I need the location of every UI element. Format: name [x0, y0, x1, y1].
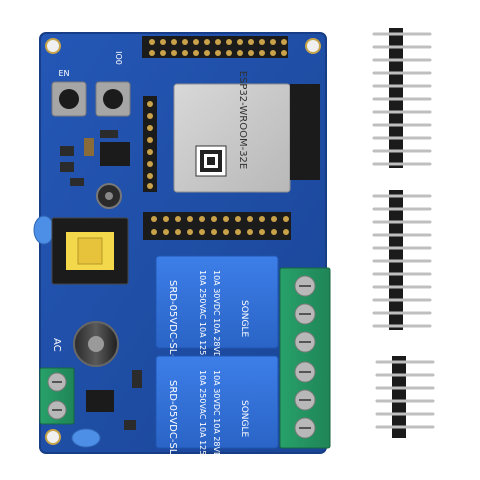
relay-1-brand: SONGLE [239, 300, 249, 338]
bottom-smd-components [86, 370, 142, 430]
relay-1-rating-b: 10A 30VDC 10A 28VDC [212, 270, 221, 364]
relay-1-model: SRD-05VDC-SL-C [167, 280, 178, 365]
button-io0-label: IO0 [114, 51, 123, 65]
esp32-module: ESP32-WROOM-32E [173, 71, 320, 193]
large-capacitor [73, 321, 119, 367]
side-pin-header [143, 96, 157, 192]
blue-capacitor [71, 428, 101, 448]
pin-header-strip-3 [375, 356, 435, 438]
relay-2-rating-b: 10A 30VDC 10A 28VDC [212, 370, 221, 464]
mounting-hole [45, 429, 61, 445]
ac-label: AC [51, 338, 62, 352]
relay-board: EN IO0 ESP32-WRO [33, 32, 331, 472]
relay-2: SRD-05VDC-SL-C 10A 250VAC 10A 125VAC 10A… [155, 355, 279, 472]
pin-header-strip-2 [372, 190, 432, 330]
relay-2-rating-a: 10A 250VAC 10A 125VAC [198, 370, 207, 472]
button-en-label: EN [58, 69, 69, 78]
blue-capacitor [33, 215, 55, 245]
relay-1-rating-a: 10A 250VAC 10A 125VAC [198, 270, 207, 372]
pin-header-strip-1 [372, 28, 432, 168]
smd-components [60, 130, 130, 186]
small-capacitor [96, 183, 122, 209]
module-name: ESP32-WROOM-32E [237, 71, 248, 169]
transformer [51, 217, 129, 285]
ac-terminal-block [39, 367, 75, 425]
relay-2-model: SRD-05VDC-SL-C [167, 380, 178, 465]
relay-terminal-block [279, 267, 331, 449]
relay-1: SRD-05VDC-SL-C 10A 250VAC 10A 125VAC 10A… [155, 255, 279, 372]
top-pin-header [142, 36, 288, 58]
relay-2-brand: SONGLE [239, 400, 249, 438]
button-en: EN [51, 69, 87, 117]
middle-pin-header [143, 212, 291, 240]
mounting-hole [45, 38, 61, 54]
button-io0: IO0 [95, 51, 131, 117]
mounting-hole [305, 38, 321, 54]
